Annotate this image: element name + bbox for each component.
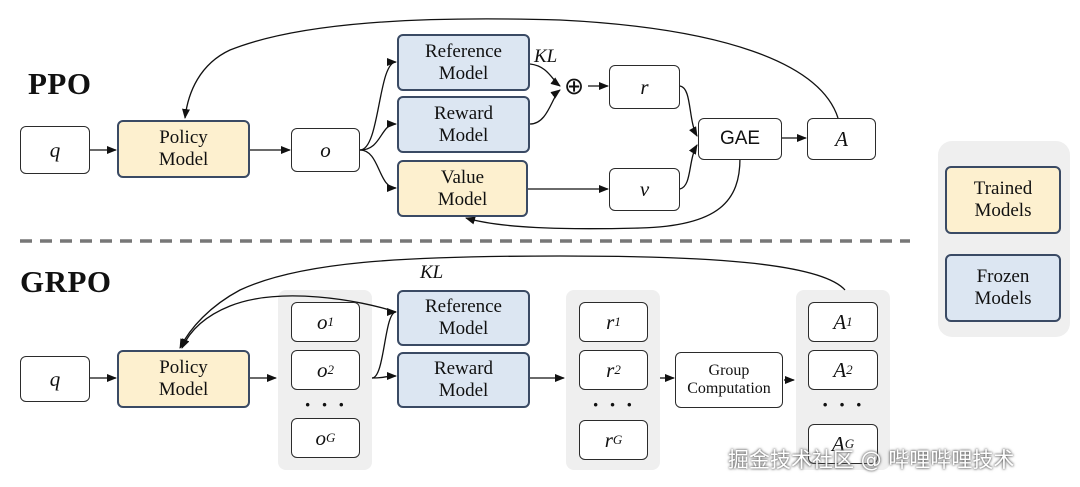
- grpo-query-node: q: [20, 356, 90, 402]
- reward-r1-sub: 1: [614, 313, 621, 329]
- output-o2-sub: 2: [327, 361, 335, 377]
- output-o1-base: o: [317, 309, 328, 334]
- reward-r2-sub: 2: [614, 361, 621, 377]
- ppo-title: PPO: [28, 66, 92, 101]
- grpo-policy-model: Policy Model: [117, 350, 250, 408]
- watermark-text: 掘金技术社区 @ 哔哩哔哩技术: [728, 448, 1015, 472]
- reward-r1-base: r: [606, 309, 615, 334]
- legend-frozen-models: Frozen Models: [945, 254, 1061, 322]
- ppo-advantage-node: A: [807, 118, 876, 160]
- ppo-value-v-node: v: [609, 168, 680, 211]
- grpo-kl-label: KL: [420, 262, 444, 283]
- ppo-reference-model: Reference Model: [397, 34, 530, 91]
- ppo-value-model: Value Model: [397, 160, 528, 217]
- reward-rG-base: r: [604, 427, 613, 452]
- advantage-A2-sub: 2: [846, 361, 853, 377]
- ppo-kl-label: KL: [534, 46, 558, 67]
- advantage-A2-base: A: [833, 357, 847, 382]
- grpo-advantages-ellipsis: · · ·: [821, 392, 865, 417]
- reward-rG-sub: G: [612, 431, 623, 447]
- grpo-title: GRPO: [20, 264, 112, 299]
- reward-r2-base: r: [606, 357, 615, 382]
- ppo-sum-symbol: ⊕: [564, 74, 585, 100]
- advantage-AG-base: A: [831, 431, 845, 456]
- grpo-rewards-ellipsis: · · ·: [591, 392, 635, 417]
- advantage-AG-sub: G: [844, 435, 855, 451]
- advantage-A1-base: A: [833, 309, 847, 334]
- grpo-outputs-ellipsis: · · ·: [303, 392, 347, 417]
- ppo-reward-r-node: r: [609, 65, 680, 109]
- grpo-reward-model: Reward Model: [397, 352, 530, 408]
- ppo-query-node: q: [20, 126, 90, 174]
- grpo-reference-model: Reference Model: [397, 290, 530, 346]
- ppo-gae-node: GAE: [698, 118, 782, 160]
- output-oG-base: o: [315, 425, 327, 450]
- ppo-reward-model: Reward Model: [397, 96, 530, 153]
- output-o2-base: o: [317, 357, 328, 382]
- grpo-group-computation: Group Computation: [675, 352, 783, 408]
- ppo-policy-model: Policy Model: [117, 120, 250, 178]
- advantage-A1-sub: 1: [846, 313, 853, 329]
- legend-trained-models: Trained Models: [945, 166, 1061, 234]
- output-oG-sub: G: [326, 429, 336, 445]
- ppo-output-node: o: [291, 128, 360, 172]
- output-o1-sub: 1: [327, 313, 335, 329]
